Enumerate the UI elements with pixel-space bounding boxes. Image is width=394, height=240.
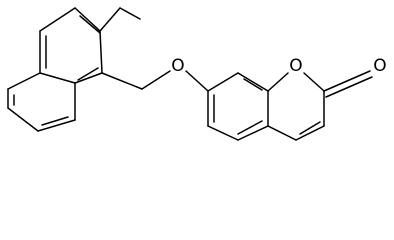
bond-33 (295, 125, 325, 141)
bond-18 (41, 116, 69, 126)
bond-26 (207, 72, 239, 92)
bond-34 (267, 125, 297, 141)
bond-15 (37, 119, 76, 132)
bond-4 (74, 72, 103, 84)
bond-7 (79, 15, 101, 34)
bond-5 (39, 72, 76, 84)
bond-2 (74, 7, 101, 32)
bond-12 (7, 72, 41, 90)
bond-35 (299, 121, 321, 135)
bond-1 (39, 7, 76, 32)
bond-36 (323, 70, 371, 92)
bond-23 (237, 125, 269, 141)
ring-oxygen-label: O (289, 56, 302, 76)
bond-20 (185, 70, 209, 92)
bond-28 (237, 120, 263, 135)
bond-25 (237, 72, 269, 92)
bond-30 (267, 72, 289, 92)
bond-14 (7, 107, 39, 132)
bond-29 (243, 78, 263, 91)
bond-0 (119, 7, 141, 20)
bond-9 (77, 67, 99, 81)
ether-oxygen-label: O (171, 56, 184, 76)
bond-3 (99, 30, 103, 74)
bond-37 (325, 76, 373, 98)
bond-19 (141, 70, 171, 90)
molecule-structure: O O O (7, 7, 387, 141)
bond-10 (99, 7, 121, 32)
bond-lines (7, 7, 373, 141)
carbonyl-oxygen-label: O (373, 56, 386, 76)
bond-22 (207, 125, 239, 141)
bond-31 (303, 72, 325, 92)
bond-11 (101, 72, 143, 90)
atom-labels: O O O (171, 56, 386, 76)
